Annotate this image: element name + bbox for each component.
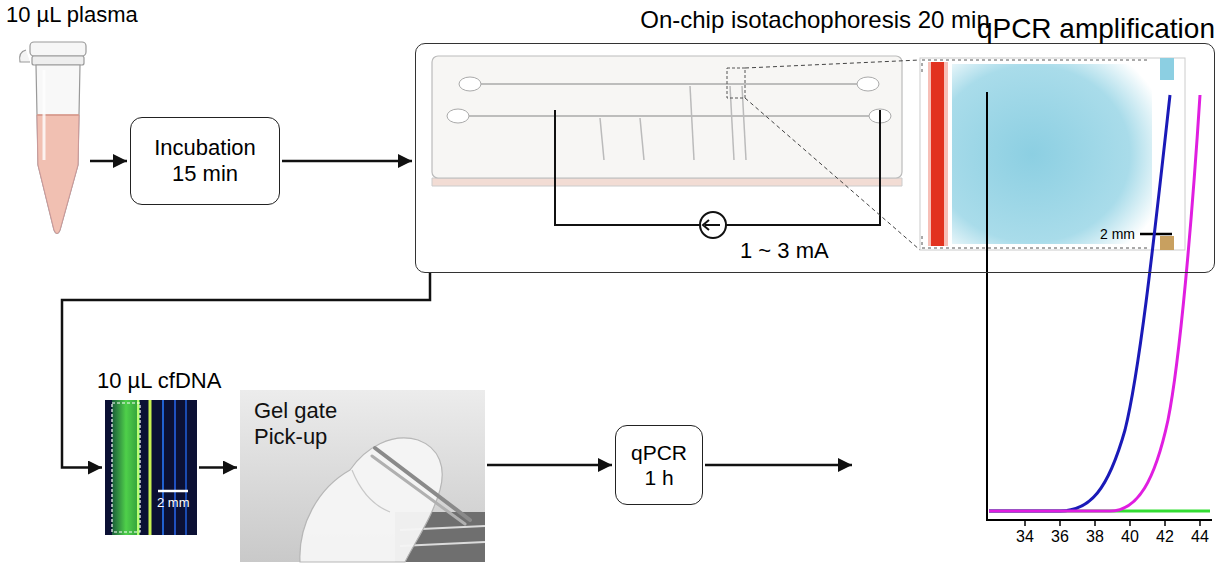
sample-tube: 10 µL plasma — [28, 42, 88, 235]
photo-panel: Gel gate Pick-up — [240, 390, 485, 562]
node-heading: 10 µL plasma — [6, 2, 138, 28]
flow-arrow — [705, 464, 852, 467]
scale-bar-label: 2 mm — [1100, 226, 1135, 242]
axis-tick: 42 — [1150, 528, 1180, 546]
cfdna-image — [105, 400, 197, 535]
microtube — [20, 42, 86, 234]
flow-arrow — [487, 464, 612, 467]
axis-tick: 40 — [1115, 528, 1145, 546]
node-text: Gel gate Pick-up — [254, 398, 364, 451]
node-heading: qPCR amplification — [977, 12, 1215, 46]
chart-panel: qPCR amplification — [855, 70, 1215, 540]
flow-arrow — [282, 160, 412, 163]
flow-arrow — [90, 160, 127, 163]
current-circuit — [555, 110, 880, 238]
current-label: 1 ~ 3 mA — [740, 238, 829, 263]
process-box: Incubation 15 min — [130, 117, 280, 205]
cfdna-image: 10 µL cfDNA — [105, 400, 197, 535]
node-text: qPCR 1 h — [627, 440, 691, 490]
flow-arrow — [199, 466, 237, 469]
axis-tick: 44 — [1185, 528, 1215, 546]
inset-photo — [920, 58, 1185, 250]
scale-bar-label: 2 mm — [157, 496, 190, 511]
axis-tick: 34 — [1010, 528, 1040, 546]
qpcr-chart — [986, 92, 1212, 526]
process-box: qPCR 1 h — [615, 425, 703, 505]
node-heading: 10 µL cfDNA — [97, 368, 221, 394]
node-text: Incubation 15 min — [145, 135, 265, 188]
flow-arrow — [62, 273, 430, 468]
zoom-lines — [745, 60, 920, 250]
axis-tick: 38 — [1080, 528, 1110, 546]
pickup-photo — [240, 390, 485, 562]
chip-drawing — [432, 56, 902, 186]
axis-tick: 36 — [1045, 528, 1075, 546]
